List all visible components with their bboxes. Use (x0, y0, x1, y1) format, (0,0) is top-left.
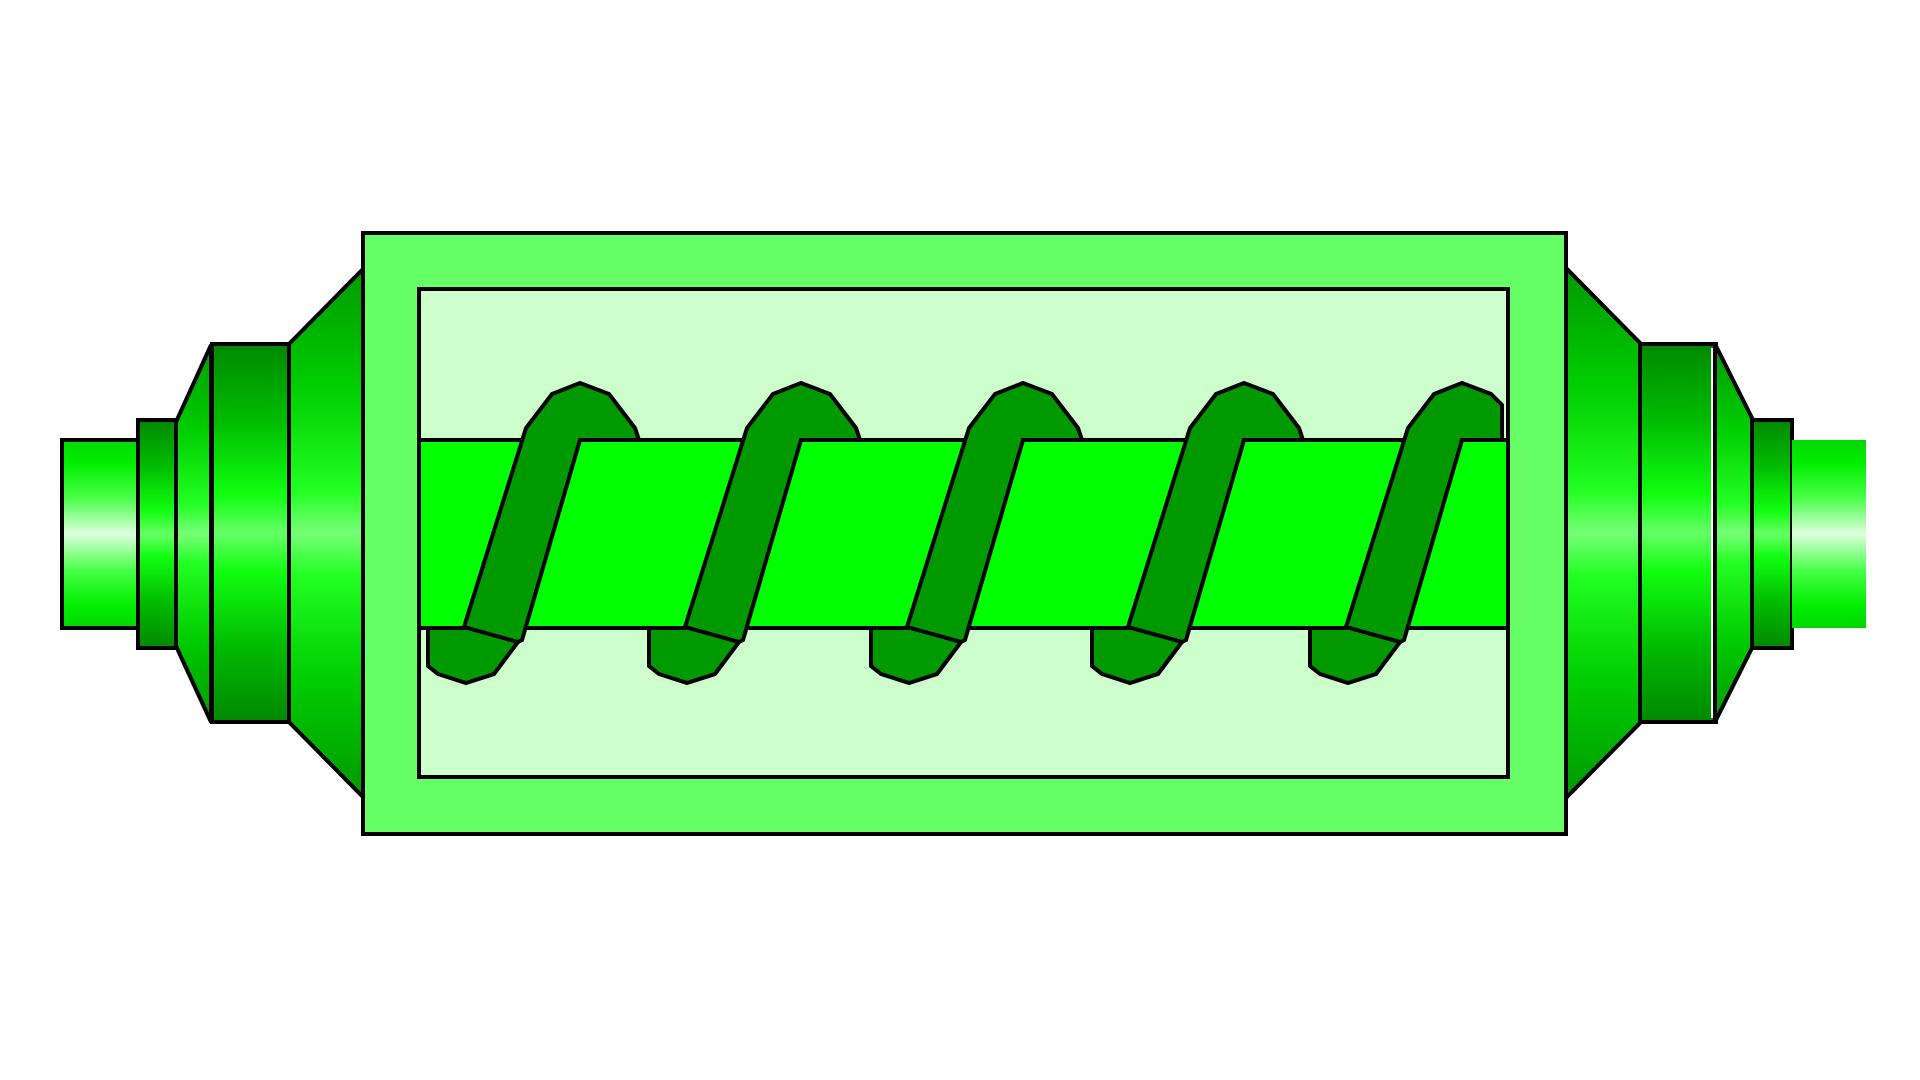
flight-turn (461, 380, 642, 645)
inlet-flange (210, 342, 292, 724)
screw-flight-front (461, 380, 1504, 645)
inlet-taper (174, 344, 213, 723)
flight-turn (682, 380, 863, 645)
outlet-taper (1713, 343, 1755, 723)
outlet-pipe (1792, 440, 1866, 628)
outlet-fitting (1564, 263, 1866, 803)
outlet-collar (1750, 418, 1794, 650)
inlet-fitting (60, 263, 366, 803)
outlet-flange (1638, 342, 1718, 724)
outlet-cone (1564, 263, 1643, 803)
flight-turn (1125, 380, 1306, 645)
inlet-collar (136, 418, 180, 650)
flight-turn (1343, 380, 1504, 645)
inlet-cone (287, 263, 366, 803)
flight-turn (904, 380, 1085, 645)
inlet-pipe (60, 438, 142, 630)
